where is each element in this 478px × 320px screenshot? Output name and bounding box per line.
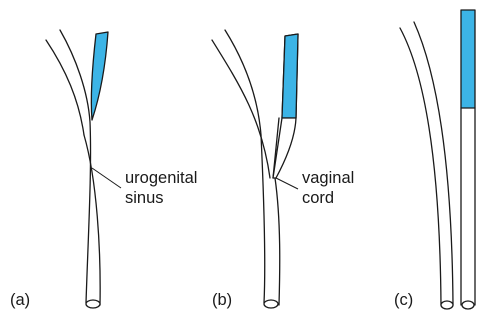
- panel-c-left-tube-end: [441, 301, 453, 309]
- panel-a-label: (a): [10, 290, 30, 310]
- panel-a-tube-end: [86, 300, 100, 308]
- panel-b-tube-end: [264, 300, 278, 308]
- panel-c-label: (c): [394, 290, 413, 310]
- panel-b-sinus-outline: [261, 135, 265, 303]
- panel-b-label: (b): [212, 290, 232, 310]
- urogenital-sinus-leader: [92, 168, 121, 188]
- panel-b-drawing: [212, 30, 298, 308]
- panel-b-blue-duct: [282, 34, 298, 118]
- panel-a-drawing: [46, 30, 108, 308]
- panel-a-annotation-line-1: urogenital: [125, 168, 197, 188]
- panel-c-left-tube: [400, 28, 441, 305]
- panel-a-blue-duct: [91, 32, 108, 120]
- panel-c-drawing: [400, 10, 475, 309]
- panel-a-annotation-line-2: sinus: [125, 188, 164, 208]
- vaginal-cord-leader: [276, 178, 298, 189]
- panel-b-sinus-outline: [275, 178, 280, 305]
- panel-a-left-duct: [46, 40, 84, 135]
- panel-b-annotation-line-1: vaginal: [302, 168, 354, 188]
- panel-c-blue-duct: [461, 10, 475, 108]
- panel-c-right-tube-end: [462, 301, 474, 309]
- panel-b-annotation-line-2: cord: [302, 188, 334, 208]
